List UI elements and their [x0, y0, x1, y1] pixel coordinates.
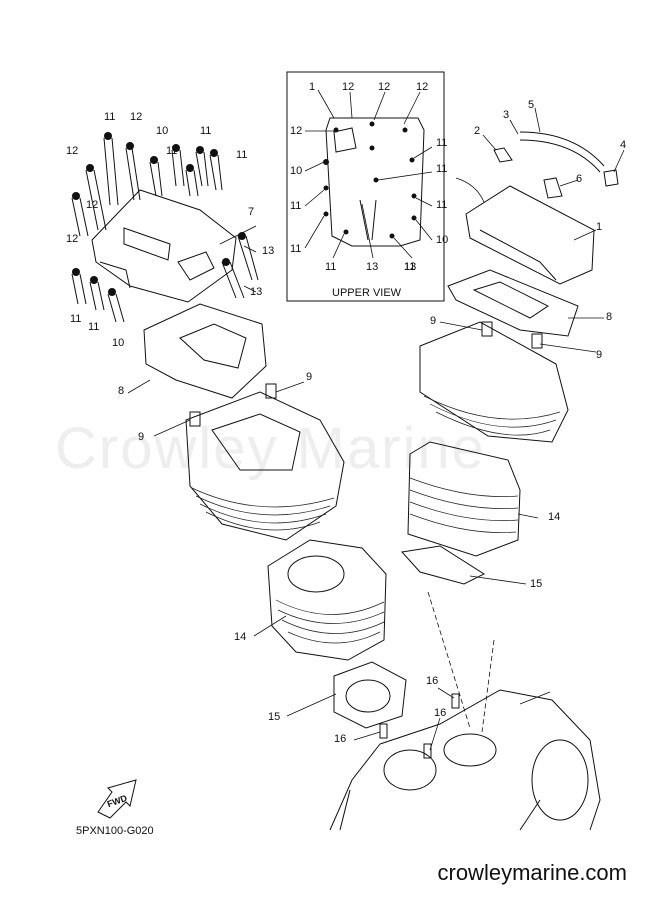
left-head-cover — [91, 189, 237, 303]
right-base-gasket — [401, 545, 486, 585]
upper-view-part-number-callout: 11 — [290, 243, 302, 255]
fwd-arrow — [97, 779, 137, 819]
part-number-callout: 12 — [66, 233, 79, 245]
part-number-callout: 14 — [548, 511, 561, 523]
part-number-callout: 2 — [474, 125, 481, 137]
part-number-callout: 6 — [576, 173, 583, 185]
right-cylinder-head — [419, 321, 569, 443]
upper-view-part-number-callout: 11 — [436, 137, 448, 149]
upper-view-part-number-callout: 12 — [416, 81, 429, 93]
part-number-callout: 16 — [426, 675, 439, 687]
part-number-callout: 7 — [248, 206, 255, 218]
part-number-callout: 16 — [334, 733, 347, 745]
left-bolts — [71, 137, 259, 323]
part-number-callout: 10 — [112, 337, 125, 349]
part-number-callout: 12 — [86, 199, 99, 211]
part-number-callout: 9 — [138, 431, 145, 443]
right-head-cover — [465, 185, 595, 285]
upper-view-leaders — [304, 89, 433, 259]
upper-view-part-number-callout: 10 — [436, 234, 449, 246]
upper-view-part-number-callout: 11 — [290, 200, 302, 212]
upper-view-part-number-callout: 11 — [436, 163, 448, 175]
part-number-callout: 5 — [528, 99, 535, 111]
part-number-callout: 16 — [434, 707, 447, 719]
upper-view-title: UPPER VIEW — [332, 287, 402, 299]
upper-view-box — [286, 71, 445, 302]
part-number-callout: 9 — [430, 315, 437, 327]
part-number-callout: 11 — [236, 149, 248, 161]
part-number-callout: 9 — [596, 349, 603, 361]
part-number-callout: 14 — [234, 631, 247, 643]
left-base-gasket — [333, 661, 407, 729]
left-cylinder — [267, 539, 387, 661]
part-number-callout: 15 — [268, 711, 281, 723]
diagram-code: 5PXN100-G020 — [76, 825, 154, 837]
upper-view-part-number-callout: 10 — [290, 165, 303, 177]
upper-view-part-number-callout: 13 — [404, 261, 417, 273]
left-cylinder-head — [185, 391, 345, 541]
part-number-callout: 12 — [66, 145, 79, 157]
part-number-callout: 3 — [503, 109, 510, 121]
part-number-callout: 15 — [530, 578, 543, 590]
footer-site[interactable]: crowleymarine.com — [437, 860, 628, 885]
main-leaders — [127, 107, 625, 751]
part-number-callout: 1 — [596, 221, 603, 233]
part-number-callout: 11 — [88, 321, 100, 333]
upper-view-part-number-callout: 11 — [325, 261, 337, 273]
upper-view-part-number-callout: 13 — [366, 261, 379, 273]
right-gasket — [447, 269, 579, 337]
part-number-callout: 8 — [118, 385, 125, 397]
part-number-callout: 11 — [166, 145, 178, 157]
part-number-callout: 11 — [200, 125, 212, 137]
part-number-callout: 9 — [306, 371, 313, 383]
upper-view-part-number-callout: 12 — [378, 81, 391, 93]
part-number-callout: 4 — [620, 139, 627, 151]
upper-view-part-number-callout: 1 — [309, 81, 316, 93]
upper-view-bolts — [323, 121, 417, 239]
part-number-callout: 13 — [262, 245, 275, 257]
part-number-callout: 8 — [606, 311, 613, 323]
left-gasket — [143, 303, 267, 399]
right-cylinder — [407, 441, 521, 557]
upper-view-part-number-callout: 11 — [404, 261, 416, 273]
part-number-callout: 11 — [70, 313, 82, 325]
breather-hose — [519, 131, 605, 167]
part-number-callout: 13 — [250, 286, 263, 298]
upper-view-part-number-callout: 12 — [290, 125, 303, 137]
part-number-callout: 10 — [156, 125, 169, 137]
upper-view-cover — [325, 117, 425, 247]
upper-view-part-number-callout: 12 — [342, 81, 355, 93]
part-number-callout: 11 — [104, 111, 116, 123]
upper-view-part-number-callout: 11 — [436, 199, 448, 211]
crankcase — [329, 689, 601, 831]
part-number-callout: 12 — [130, 111, 143, 123]
